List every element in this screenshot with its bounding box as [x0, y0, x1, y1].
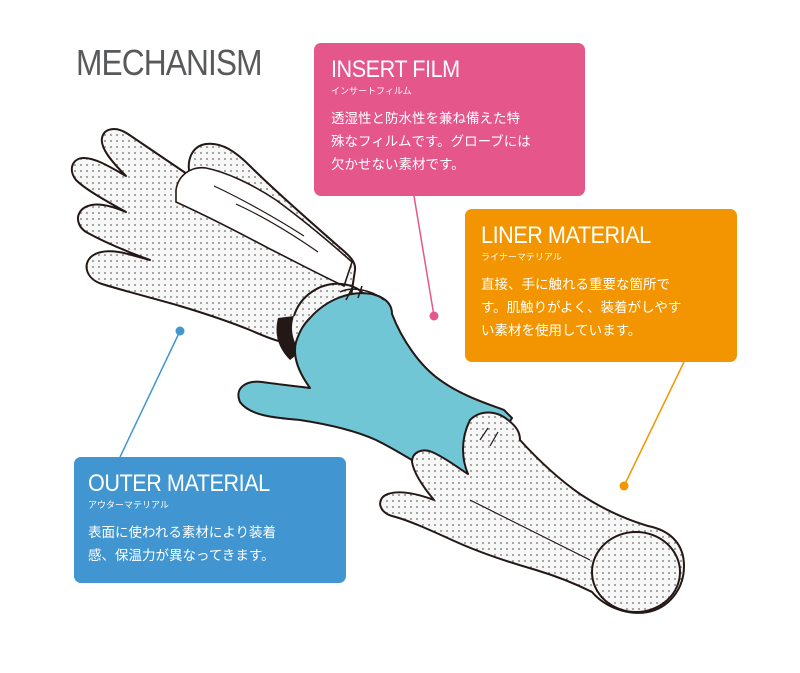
outer-material-kana: アウターマテリアル: [88, 501, 169, 511]
liner-material-line-2: す。肌触りがよく、装着がしやす: [481, 300, 682, 316]
outer-material-marker: [175, 326, 185, 336]
upper-glove-outer-shell: [70, 128, 357, 346]
outer-material-description: 表面に使われる素材により装着 感、保温力が異なってきます。: [88, 522, 346, 568]
outer-material-line-2: 感、保温力が異なってきます。: [88, 548, 275, 564]
upper-glove: [70, 128, 370, 360]
liner-glove-cuff: [339, 285, 385, 301]
liner-material-heading: LINER MATERIAL: [481, 222, 651, 249]
insert-film-line-2: 殊なフィルムです。グローブには: [331, 134, 531, 150]
leader-lines: [119, 195, 685, 491]
lower-cuff-opening: [591, 531, 681, 613]
insert-film-leader: [413, 195, 435, 317]
page-title: MECHANISM: [76, 42, 263, 83]
outer-material-heading: OUTER MATERIAL: [88, 470, 270, 497]
outer-material-callout: OUTER MATERIAL アウターマテリアル 表面に使われる素材により装着 …: [74, 457, 346, 583]
liner-material-leader: [623, 361, 685, 487]
liner-material-callout: LINER MATERIAL ライナーマテリアル 直接、手に触れる重要な箇所で …: [465, 209, 737, 362]
insert-film-heading: INSERT FILM: [331, 56, 460, 83]
insert-film-layer: [175, 166, 353, 288]
liner-material-description: 直接、手に触れる重要な箇所で す。肌触りがよく、装着がしやす い素材を使用してい…: [481, 274, 737, 343]
insert-film-callout: INSERT FILM インサートフィルム 透湿性と防水性を兼ね備えた特 殊なフ…: [314, 43, 585, 196]
liner-material-kana: ライナーマテリアル: [481, 253, 562, 263]
lower-glove-seam: [469, 427, 591, 561]
outer-material-line-1: 表面に使われる素材により装着: [88, 525, 277, 541]
liner-glove-body: [237, 292, 513, 487]
outer-material-leader: [119, 330, 181, 458]
liner-material-marker: [619, 481, 629, 491]
lower-glove: [379, 411, 685, 614]
liner-material-line-1: 直接、手に触れる重要な箇所で: [481, 277, 670, 293]
insert-film-seam: [213, 185, 319, 253]
insert-film-marker: [429, 311, 439, 321]
liner-glove: [237, 285, 513, 487]
insert-film-kana: インサートフィルム: [331, 87, 412, 97]
liner-material-line-3: い素材を使用しています。: [481, 323, 642, 339]
insert-film-description: 透湿性と防水性を兼ね備えた特 殊なフィルムです。グローブには 欠かせない素材です…: [331, 108, 585, 177]
insert-film-line-1: 透湿性と防水性を兼ね備えた特: [331, 111, 520, 127]
insert-film-line-3: 欠かせない素材です。: [331, 157, 465, 173]
